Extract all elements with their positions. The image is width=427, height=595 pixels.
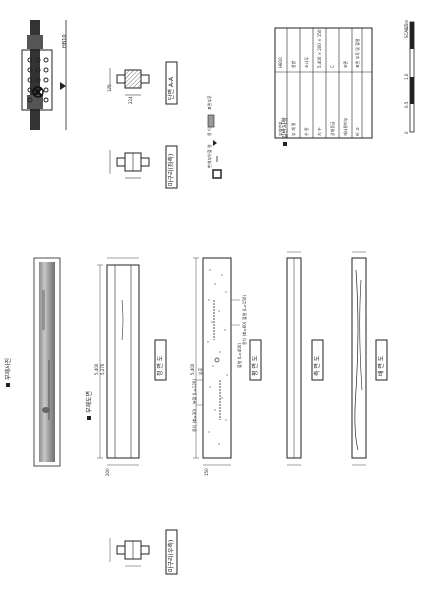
top-view <box>193 257 240 466</box>
annotation-5: 분할 (L=120) <box>192 379 197 404</box>
dim-depth-b: 150 <box>204 468 209 476</box>
legend <box>207 114 222 179</box>
scale-tick-3: 1.5m <box>404 19 409 30</box>
info-row-2-value: 소나무 <box>304 56 309 68</box>
end-section-left <box>109 150 150 179</box>
info-row-0-value: HB10 <box>278 57 283 68</box>
front-view <box>97 257 140 466</box>
info-row-4-label: 상태등급 <box>330 121 335 136</box>
section-marker-info <box>283 142 287 146</box>
side-label-box <box>311 339 324 381</box>
dim-end-h: 224 <box>128 96 133 104</box>
section-heading-drawing: 부재도면 <box>86 390 93 413</box>
sheet-title-code: HB10 <box>62 34 68 48</box>
dim-length-sub: 5,270 <box>100 363 105 375</box>
info-row-5-label: 재사용여부 <box>343 117 348 136</box>
annotation-4: 부후 <box>198 367 203 375</box>
front-label-box <box>154 339 167 381</box>
info-row-3-label: 치 수 <box>317 127 322 136</box>
side-view <box>286 251 302 466</box>
legend-label-decay: 표면부후 <box>207 95 212 110</box>
info-row-0-label: 부재번호 <box>278 121 283 136</box>
front-view-label: 정 면 도 <box>157 355 164 376</box>
scale-bar <box>409 21 415 133</box>
section-marker-photo <box>6 383 10 387</box>
end-section-a <box>109 68 150 96</box>
info-row-5-value: 보존 <box>343 60 348 68</box>
annotation-6: 옹이 (Φ=30) <box>192 408 197 432</box>
info-table-frame <box>274 27 373 139</box>
top-label-box <box>249 339 262 381</box>
end-section-right <box>109 538 150 567</box>
end-right-label: 마구리(우측) <box>168 539 175 572</box>
end-right-label-box <box>165 529 178 575</box>
annotation-3: 할렬 (L=400) <box>237 343 242 368</box>
dim-length-top: 5,400 <box>190 363 195 375</box>
legend-label-split: 할 렬 <box>207 144 212 153</box>
info-row-1-label: 부 재 명 <box>291 122 296 136</box>
key-plan <box>21 20 67 130</box>
info-row-6-value: 표면 부후 및 할렬 <box>355 38 360 68</box>
section-marker-drawing <box>87 416 91 420</box>
annotation-1: 할렬 (L=150) <box>242 295 247 320</box>
end-left-label: 마구리(좌측) <box>168 153 175 186</box>
end-left-label-box <box>165 145 178 189</box>
annotation-2: 옹이 (Φ=60) <box>242 321 247 345</box>
info-row-6-label: 비 고 <box>355 127 360 136</box>
legend-label-stain: 변색부위 <box>207 153 212 168</box>
scale-tick-2: 1.0 <box>404 73 409 80</box>
info-row-3-value: 5,400 × 200 × 150 <box>317 29 322 68</box>
scale-tick-0: 0 <box>404 131 409 134</box>
bottom-view-label: 배 면 도 <box>378 355 385 376</box>
end-a-label-box <box>165 61 178 105</box>
section-heading-photo: 부재사진 <box>5 357 12 380</box>
legend-label-knot: 옹 이 <box>207 127 212 136</box>
info-row-1-value: 창방 <box>291 60 296 68</box>
dim-end-w: 175 <box>107 84 112 92</box>
dim-depth-a: 200 <box>105 468 110 476</box>
end-a-label: 단면 A-A <box>168 76 175 100</box>
bottom-label-box <box>375 339 388 381</box>
info-row-4-value: C <box>330 65 335 68</box>
bottom-view <box>351 251 367 466</box>
info-row-2-label: 수 종 <box>304 127 309 136</box>
top-view-label: 평 면 도 <box>252 355 259 376</box>
member-photo <box>33 257 61 467</box>
side-view-label: 측 면 도 <box>314 355 321 376</box>
scale-tick-1: 0.5 <box>404 101 409 108</box>
